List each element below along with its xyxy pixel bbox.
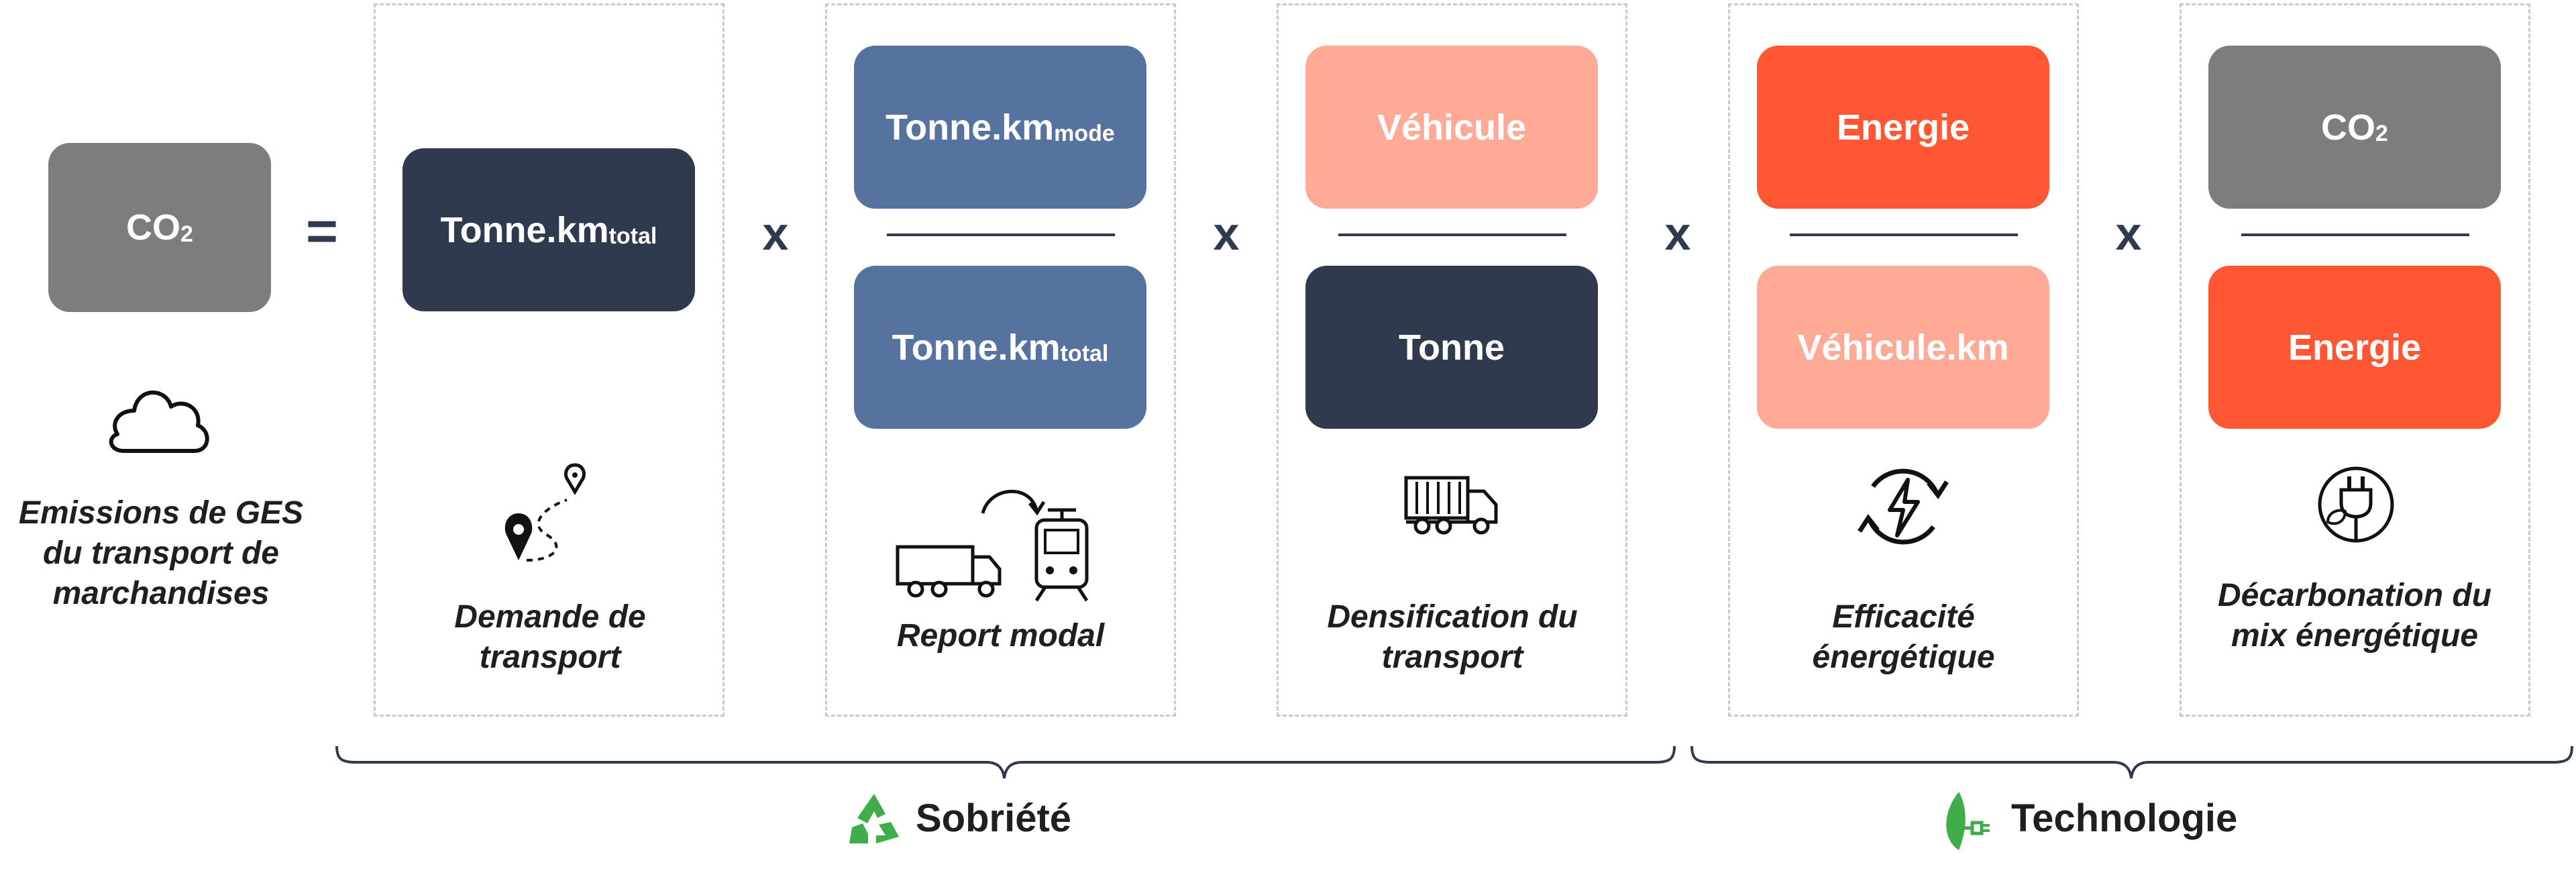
factor4-numerator-label: Energie [1836, 107, 1970, 148]
factor5-caption: Décarbonation du mix énergétique [2217, 578, 2492, 654]
technologie-brace [1690, 745, 2575, 785]
energy-cycle-icon [1853, 456, 1953, 557]
factor3-numerator-box: Véhicule [1305, 46, 1598, 209]
fraction-bar-2 [887, 234, 1115, 236]
cloud-icon [104, 384, 215, 458]
leaf-plug-icon [1939, 786, 1992, 854]
times-sign-1: x [762, 207, 789, 260]
factor1-numerator-label: Tonne.km [440, 209, 609, 250]
factor3-denominator-label: Tonne [1399, 327, 1505, 368]
sobriete-brace [335, 745, 1677, 785]
container-truck-icon [1402, 470, 1503, 537]
factor5-numerator-label: CO [2321, 107, 2376, 148]
factor2-caption: Report modal [896, 618, 1105, 654]
times-sign-3: x [1664, 207, 1691, 260]
factor5-numerator-subscript: 2 [2375, 121, 2388, 146]
panel-densification [1277, 3, 1627, 717]
co2-total-label: CO [126, 207, 181, 248]
factor4-denominator-box: Véhicule.km [1757, 266, 2049, 429]
factor2-denominator-subscript: total [1060, 341, 1109, 366]
factor5-denominator-box: Energie [2208, 266, 2501, 429]
factor4-numerator-box: Energie [1757, 46, 2049, 209]
panel-report-modal [825, 3, 1176, 717]
factor3-denominator-box: Tonne [1305, 266, 1598, 429]
times-sign-2: x [1213, 207, 1240, 260]
recycle-icon [844, 788, 904, 849]
panel-efficacite [1728, 3, 2079, 717]
factor1-numerator-subscript: total [608, 223, 657, 249]
factor5-denominator-label: Energie [2288, 327, 2422, 368]
lhs-caption: Emissions de GES du transport de marchan… [18, 495, 304, 611]
co2-total-subscript: 2 [180, 221, 193, 247]
sobriete-label: Sobriété [916, 796, 1072, 840]
factor4-caption: Efficacité énergétique [1812, 599, 1995, 675]
panel-demande [374, 3, 724, 717]
factor2-numerator-subscript: mode [1054, 121, 1115, 146]
equals-sign: = [306, 201, 338, 262]
factor4-denominator-label: Véhicule.km [1797, 327, 2009, 368]
factor2-numerator-label: Tonne.km [885, 107, 1055, 148]
route-pin-icon [500, 460, 590, 570]
panel-decarbonation [2180, 3, 2530, 717]
technologie-label: Technologie [2011, 796, 2238, 840]
factor1-caption: Demande de transport [454, 599, 646, 675]
fraction-bar-5 [2241, 234, 2469, 236]
fraction-bar-4 [1790, 234, 2018, 236]
truck-to-train-icon [892, 483, 1093, 604]
factor3-numerator-label: Véhicule [1377, 107, 1527, 148]
fraction-bar-3 [1338, 234, 1566, 236]
factor2-denominator-label: Tonne.km [892, 327, 1061, 368]
times-sign-4: x [2115, 207, 2142, 260]
factor3-caption: Densification du transport [1327, 599, 1578, 675]
green-plug-icon [2316, 464, 2396, 545]
